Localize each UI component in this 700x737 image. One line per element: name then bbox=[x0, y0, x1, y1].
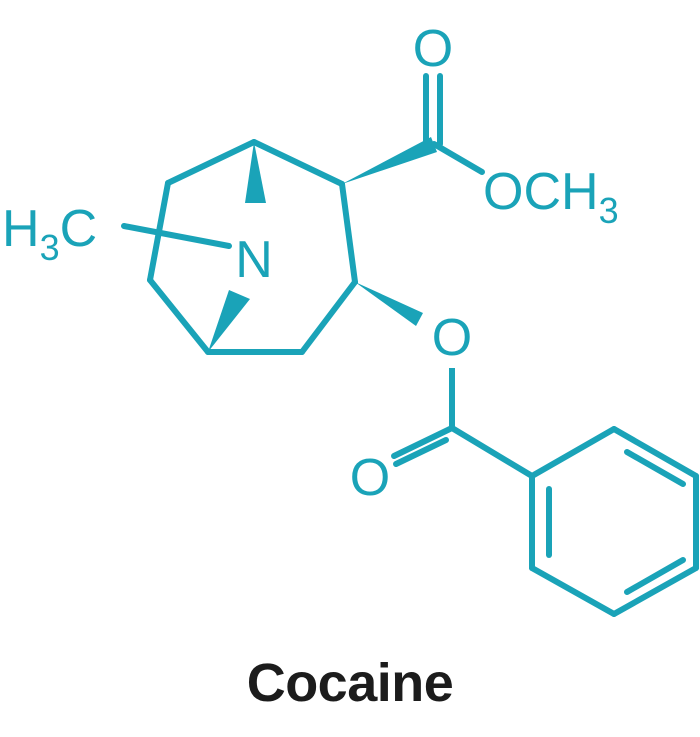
bond-c6-c5 bbox=[147, 277, 211, 355]
ester-group-main: OCH bbox=[483, 163, 599, 221]
wedge-c1-n bbox=[245, 142, 266, 203]
benzoyl-oxygen-label: O bbox=[350, 449, 390, 507]
methyl-label: H3C bbox=[2, 200, 97, 268]
wedge-c5-n bbox=[208, 290, 250, 352]
methyl-ester-group bbox=[423, 73, 485, 175]
bond-c3-c2 bbox=[339, 181, 358, 285]
phenyl-inner-bond-3 bbox=[624, 557, 686, 595]
bond-c1-c7 bbox=[165, 139, 257, 186]
methyl-h: H bbox=[2, 200, 40, 258]
carbonyl-oxygen-label: O bbox=[413, 20, 453, 78]
bond-benzoyl-double-a bbox=[391, 425, 455, 459]
ester-group-label: OCH3 bbox=[483, 163, 619, 231]
phenyl-bond-5 bbox=[529, 565, 617, 617]
bond-ester-c-o bbox=[431, 141, 485, 175]
ester-group-subscript: 3 bbox=[599, 190, 619, 231]
bond-c4-c3 bbox=[299, 279, 358, 355]
nitrogen-label: N bbox=[235, 231, 273, 289]
methyl-c: C bbox=[60, 200, 98, 258]
phenyl-ring bbox=[529, 426, 699, 617]
bond-carbonyl-phenyl bbox=[449, 425, 535, 479]
tropane-ring bbox=[121, 139, 358, 355]
wedge-c2-ester-carbon bbox=[342, 137, 437, 184]
bond-benzoyl-double-b bbox=[393, 437, 449, 467]
methyl-subscript: 3 bbox=[40, 227, 60, 268]
benzoate-group bbox=[391, 365, 535, 479]
phenyl-inner-bond-2 bbox=[624, 449, 686, 487]
phenyl-bond-1 bbox=[529, 426, 617, 479]
ester-oxygen-label: O bbox=[432, 309, 472, 367]
bond-n-methyl bbox=[121, 223, 232, 249]
phenyl-bond-2 bbox=[611, 426, 699, 479]
bond-c2-c1 bbox=[251, 139, 345, 187]
phenyl-bond-4 bbox=[611, 565, 699, 617]
molecule-name-caption: Cocaine bbox=[246, 653, 454, 713]
wedge-c3-ester-oxygen bbox=[355, 282, 423, 326]
